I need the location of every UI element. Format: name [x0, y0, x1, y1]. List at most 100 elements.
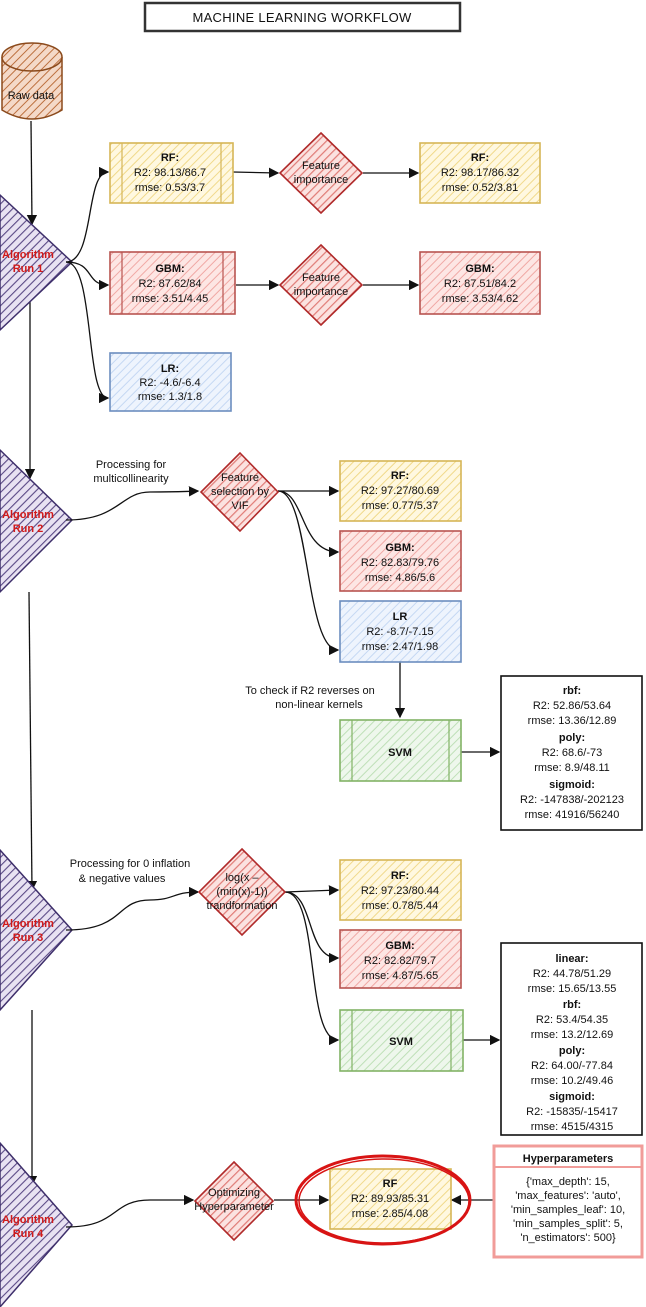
run1-gbm-title: GBM: [155, 263, 184, 275]
run2-lr-box: LR R2: -8.7/-7.15 rmse: 2.47/1.98 [339, 600, 462, 663]
run1-rf-after-box: RF: R2: 98.17/86.32 rmse: 0.52/3.81 [419, 142, 541, 204]
title-box: MACHINE LEARNING WORKFLOW [143, 1, 462, 33]
opt-line2: Hyperparameter [194, 1201, 274, 1213]
log-line3: trandformation [207, 900, 278, 912]
run3-note-line1: Processing for 0 inflation [70, 858, 190, 870]
svm2-line-7: R2: -147838/-202123 [520, 794, 624, 806]
run2-svm-box: SVM [339, 719, 462, 782]
run3-rf-box: RF: R2: 97.23/80.44 rmse: 0.78/5.44 [339, 859, 462, 921]
run3-rf-title: RF: [391, 870, 409, 882]
run2-rf-r2: R2: 97.27/80.69 [361, 485, 439, 497]
run4-connectors [65, 1194, 493, 1228]
vif-line3: VIF [231, 500, 248, 512]
run2-check-line1: To check if R2 reverses on [245, 685, 375, 697]
run3-gbm-rmse: rmse: 4.87/5.65 [362, 970, 438, 982]
run3-gbm-r2: R2: 82.82/79.7 [364, 955, 436, 967]
run3-rf-rmse: rmse: 0.78/5.44 [362, 900, 438, 912]
run3-label-line2: Run 3 [13, 932, 44, 944]
run1-gbm-after-rmse: rmse: 3.53/4.62 [442, 293, 518, 305]
run1-rf-box: RF: R2: 98.13/86.7 rmse: 0.53/3.7 [109, 142, 234, 204]
run2-rf-box: RF: R2: 97.27/80.69 rmse: 0.77/5.37 [339, 460, 462, 522]
run3-gbm-title: GBM: [385, 940, 414, 952]
svm2-line-0: rbf: [563, 685, 581, 697]
run3-svm-box: SVM [339, 1009, 464, 1072]
run4-rf-r2: R2: 89.93/85.31 [351, 1193, 429, 1205]
run3-svm-label: SVM [389, 1036, 413, 1048]
svm2-line-6: sigmoid: [549, 779, 595, 791]
run1-feature-importance-1: Feature importance [278, 131, 364, 215]
run1-feature-importance-2: Feature importance [278, 243, 364, 327]
run4-label-line2: Run 4 [13, 1228, 44, 1240]
svm3-line-10: R2: -15835/-15417 [526, 1106, 618, 1118]
run2-gbm-box: GBM: R2: 82.83/79.76 rmse: 4.86/5.6 [339, 530, 462, 592]
svm3-line-3: rbf: [563, 999, 581, 1011]
opt-line1: Optimizing [208, 1187, 260, 1199]
algorithm-run-4: Algorithm Run 4 [0, 1141, 73, 1307]
run2-label-line1: Algorithm [2, 509, 54, 521]
vif-line1: Feature [221, 472, 259, 484]
run2-lr-rmse: rmse: 2.47/1.98 [362, 641, 438, 653]
hyper-line-3: 'min_samples_split': 5, [513, 1218, 623, 1230]
log-line2: (min(x)-1)) [216, 886, 267, 898]
spine-connectors [24, 120, 38, 1187]
fi1-line2: importance [294, 174, 348, 186]
run4-hyperparameters-box: Hyperparameters {'max_depth': 15, 'max_f… [492, 1144, 644, 1259]
run1-gbm-box: GBM: R2: 87.62/84 rmse: 3.51/4.45 [109, 251, 236, 315]
run1-lr-title: LR: [161, 363, 179, 375]
hyper-line-4: 'n_estimators': 500} [520, 1232, 616, 1244]
hyper-title: Hyperparameters [523, 1153, 614, 1165]
hyper-line-1: 'max_features': 'auto', [515, 1190, 621, 1202]
run4-rf-title: RF [383, 1178, 398, 1190]
run1-rf-after-rmse: rmse: 0.52/3.81 [442, 182, 518, 194]
run2-label-line2: Run 2 [13, 523, 44, 535]
run2-note-line2: multicollinearity [93, 473, 169, 485]
algorithm-run-1: Algorithm Run 1 [0, 193, 74, 332]
run4-label-line1: Algorithm [2, 1214, 54, 1226]
svm3-line-6: poly: [559, 1045, 585, 1057]
run1-rf-title: RF: [161, 152, 179, 164]
run1-lr-rmse: rmse: 1.3/1.8 [138, 391, 202, 403]
fi1-line1: Feature [302, 160, 340, 172]
vif-line2: selection by [211, 486, 270, 498]
run1-label-line1: Algorithm [2, 249, 54, 261]
run1-lr-box: LR: R2: -4.6/-6.4 rmse: 1.3/1.8 [109, 352, 232, 412]
run4-rf-box: RF R2: 89.93/85.31 rmse: 2.85/4.08 [329, 1168, 452, 1230]
run3-label-line1: Algorithm [2, 918, 54, 930]
run1-gbm-after-title: GBM: [465, 263, 494, 275]
run2-connectors [65, 485, 501, 758]
hyper-line-0: {'max_depth': 15, [526, 1176, 610, 1188]
run1-label-line2: Run 1 [13, 263, 44, 275]
run3-rf-r2: R2: 97.23/80.44 [361, 885, 439, 897]
run2-gbm-r2: R2: 82.83/79.76 [361, 557, 439, 569]
svm3-line-8: rmse: 10.2/49.46 [531, 1075, 614, 1087]
raw-data-cylinder: Raw data [1, 42, 63, 120]
svm2-line-4: R2: 68.6/-73 [542, 747, 603, 759]
run1-rf-rmse: rmse: 0.53/3.7 [135, 182, 205, 194]
algorithm-run-3: Algorithm Run 3 [0, 848, 74, 1012]
run1-gbm-after-r2: R2: 87.51/84.2 [444, 278, 516, 290]
run2-rf-title: RF: [391, 470, 409, 482]
run2-gbm-rmse: rmse: 4.86/5.6 [365, 572, 435, 584]
run2-check-line2: non-linear kernels [275, 699, 363, 711]
run2-svm-label: SVM [388, 747, 412, 759]
svm2-line-3: poly: [559, 732, 585, 744]
log-line1: log(x – [225, 872, 259, 884]
svm3-line-0: linear: [555, 953, 588, 965]
run1-rf-after-title: RF: [471, 152, 489, 164]
svm2-line-1: R2: 52.86/53.64 [533, 700, 611, 712]
algorithm-run-2: Algorithm Run 2 [0, 448, 74, 594]
run1-connectors [65, 166, 420, 404]
svm3-line-11: rmse: 4515/4315 [531, 1121, 614, 1133]
svm3-line-1: R2: 44.78/51.29 [533, 968, 611, 980]
hyper-line-2: 'min_samples_leaf': 10, [511, 1204, 625, 1216]
run2-gbm-title: GBM: [385, 542, 414, 554]
run2-svm-results: rbf: R2: 52.86/53.64 rmse: 13.36/12.89 p… [500, 675, 643, 831]
run4-highlight-ellipse [294, 1154, 472, 1246]
svm3-line-7: R2: 64.00/-77.84 [531, 1060, 613, 1072]
run1-rf-after-r2: R2: 98.17/86.32 [441, 167, 519, 179]
run1-gbm-r2: R2: 87.62/84 [139, 278, 202, 290]
run1-rf-r2: R2: 98.13/86.7 [134, 167, 206, 179]
svm2-line-8: rmse: 41916/56240 [525, 809, 620, 821]
run2-note-line1: Processing for [96, 459, 167, 471]
